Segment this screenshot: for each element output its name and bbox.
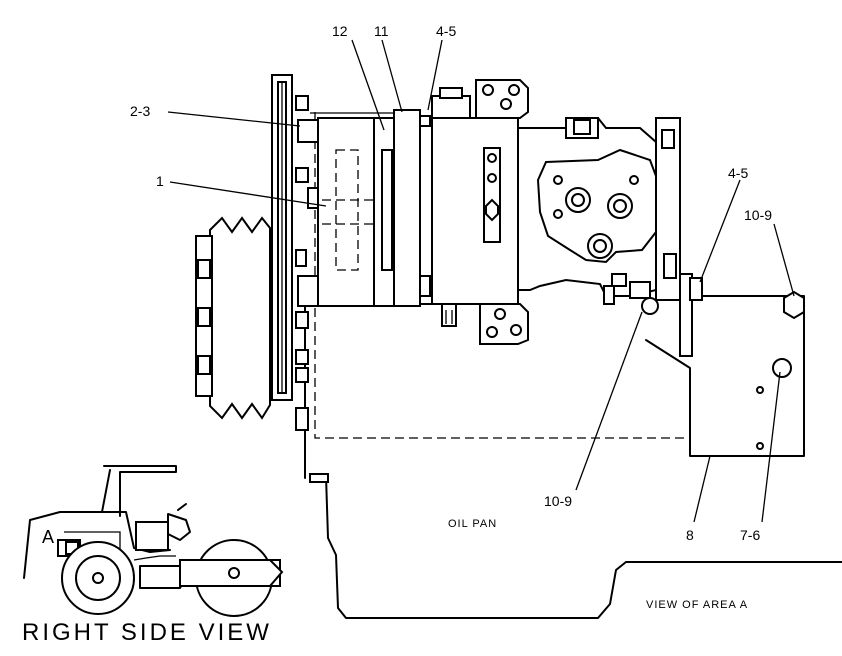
- callout-4-5-top: 4-5: [436, 23, 456, 39]
- compressor-plate: [393, 109, 435, 307]
- compressor-bracket: [317, 117, 395, 307]
- callout-1: 1: [156, 173, 164, 189]
- oil-pan: [309, 473, 842, 619]
- front-bolts: [295, 95, 319, 431]
- callout-4-5-right: 4-5: [728, 165, 748, 181]
- callouts: 12 11 4-5 2-3 1 4-5 10-9 10-9 8 7-6: [130, 23, 772, 543]
- view-of-area-label: VIEW OF AREA A: [646, 599, 748, 611]
- right-side-view-label: RIGHT SIDE VIEW: [22, 619, 272, 646]
- bracket-plate: [641, 273, 805, 457]
- compressor-body: [431, 79, 529, 345]
- oil-pan-label: OIL PAN: [448, 518, 497, 530]
- machine-side-view: [23, 465, 284, 617]
- callout-2-3: 2-3: [130, 103, 150, 119]
- callout-11: 11: [374, 23, 389, 39]
- callout-8: 8: [686, 527, 694, 543]
- area-marker: A: [42, 527, 54, 547]
- alternator-pulley: [195, 216, 271, 420]
- pump-assembly: [517, 117, 681, 305]
- callout-12: 12: [332, 23, 348, 39]
- callout-10-9-right: 10-9: [744, 207, 772, 223]
- leader-lines: [167, 39, 795, 523]
- crank-pulley: [271, 74, 293, 401]
- callout-10-9-bottom: 10-9: [544, 493, 572, 509]
- callout-7-6: 7-6: [740, 527, 760, 543]
